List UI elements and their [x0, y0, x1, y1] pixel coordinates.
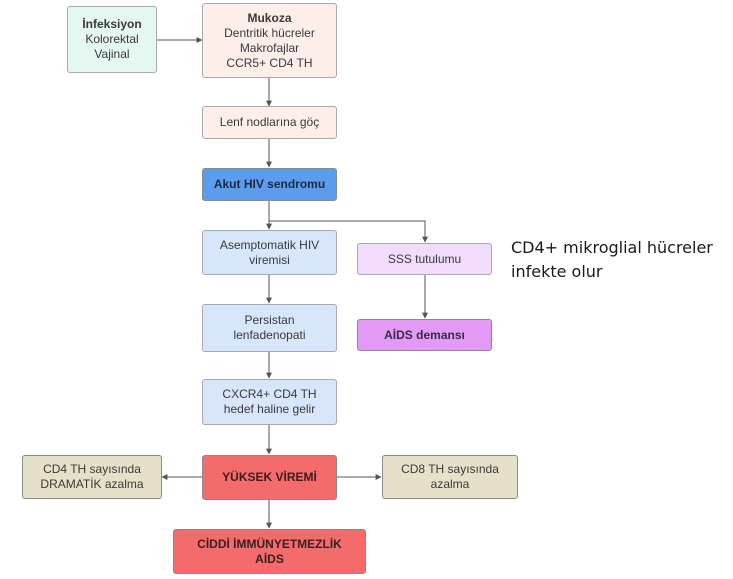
- node-cxcr4-line: hedef haline gelir: [223, 402, 316, 416]
- node-acute-hiv-label: Akut HIV sendromu: [213, 177, 326, 191]
- node-mucosa: Mukoza Dentritik hücreler Makrofajlar CC…: [202, 3, 337, 78]
- node-severe-immunodeficiency: CİDDİ İMMÜNYETMEZLİK AİDS: [173, 529, 366, 574]
- annotation-line: infekte olur: [511, 262, 603, 281]
- node-aids-dementia-label: AİDS demansı: [384, 327, 465, 342]
- node-lymph-migration-label: Lenf nodlarına göç: [219, 115, 320, 129]
- node-infection: İnfeksiyon Kolorektal Vajinal: [67, 6, 157, 73]
- node-cns-involvement-label: SSS tutulumu: [387, 251, 462, 266]
- node-cd4-decline: CD4 TH sayısında DRAMATİK azalma: [22, 455, 162, 499]
- node-cns-involvement: SSS tutulumu: [357, 243, 492, 275]
- node-high-viremia: YÜKSEK VİREMİ: [202, 455, 337, 500]
- node-cxcr4-line: CXCR4+ CD4 TH: [222, 387, 317, 401]
- node-persistent-line: Persistan: [244, 313, 295, 327]
- node-cd4-decline-line: DRAMATİK azalma: [40, 477, 144, 491]
- annotation-line: CD4+ mikroglial hücreler: [511, 238, 713, 257]
- node-high-viremia-label: YÜKSEK VİREMİ: [222, 470, 317, 484]
- node-infection-line: Kolorektal: [85, 32, 139, 46]
- node-acute-hiv: Akut HIV sendromu: [202, 168, 337, 201]
- node-cd8-decline-line: azalma: [430, 477, 470, 491]
- node-cxcr4: CXCR4+ CD4 TH hedef haline gelir: [202, 379, 337, 425]
- node-mucosa-title: Mukoza: [247, 10, 292, 25]
- node-cd4-decline-line: CD4 TH sayısında: [43, 462, 141, 476]
- edge-acute-to-cns: [269, 220, 428, 243]
- annotation-microglia: CD4+ mikroglial hücreler infekte olur: [511, 236, 713, 284]
- node-infection-title: İnfeksiyon: [82, 17, 142, 31]
- node-aids-dementia: AİDS demansı: [357, 319, 492, 351]
- node-severe-immunodeficiency-line: AİDS: [255, 551, 284, 566]
- node-mucosa-line: Dentritik hücreler: [224, 25, 315, 40]
- node-mucosa-line: Makrofajlar: [239, 40, 300, 55]
- node-cd8-decline-line: CD8 TH sayısında: [401, 462, 499, 476]
- node-mucosa-line: CCR5+ CD4 TH: [226, 55, 313, 70]
- node-severe-immunodeficiency-line: CİDDİ İMMÜNYETMEZLİK: [197, 536, 342, 551]
- node-cd8-decline: CD8 TH sayısında azalma: [382, 455, 518, 499]
- node-infection-line: Vajinal: [94, 47, 130, 61]
- node-lymph-migration: Lenf nodlarına göç: [202, 106, 337, 139]
- node-persistent: Persistan lenfadenopati: [202, 304, 337, 352]
- node-asymptomatic-line: viremisi: [249, 252, 290, 267]
- node-asymptomatic-line: Asemptomatik HIV: [219, 237, 320, 252]
- node-asymptomatic: Asemptomatik HIV viremisi: [202, 230, 337, 275]
- node-persistent-line: lenfadenopati: [233, 328, 306, 342]
